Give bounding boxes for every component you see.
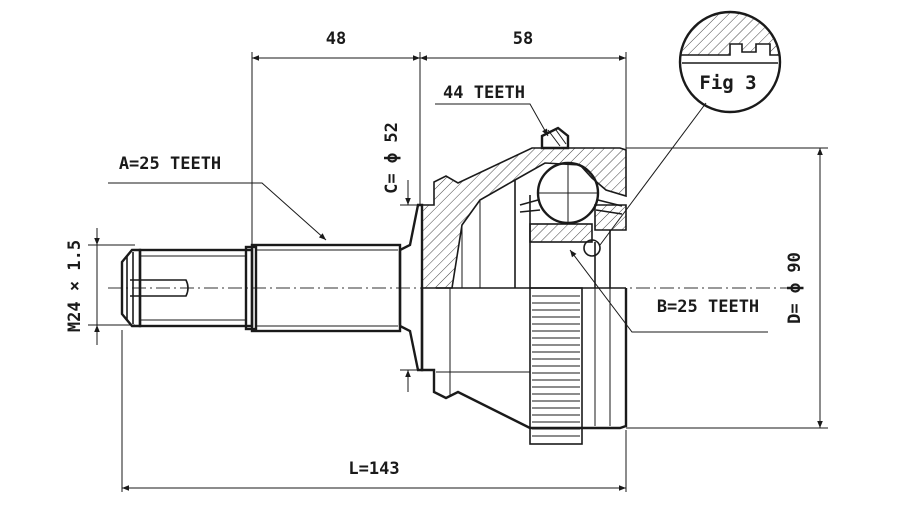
dimension-labels: 48 58 L=143 A=25 TEETH 44 TEETH B=25 TEE… (65, 29, 805, 479)
housing-outline (420, 287, 628, 430)
extension-lines (88, 52, 828, 492)
dimension-58: 58 (513, 29, 533, 49)
fig-3-detail: Fig 3 (678, 10, 782, 114)
dimension-total-length: L=143 (348, 459, 399, 479)
fig-label: Fig 3 (699, 72, 756, 94)
label-44-teeth: 44 TEETH (443, 83, 525, 103)
dimension-thread: M24 × 1.5 (65, 240, 85, 332)
housing-section (421, 126, 627, 289)
label-teeth-b: B=25 TEETH (657, 297, 759, 317)
label-teeth-a: A=25 TEETH (119, 154, 221, 174)
abs-tone-ring (529, 287, 583, 445)
dimension-c-diameter: C= ϕ 52 (382, 122, 402, 194)
shaft (120, 203, 424, 372)
dimension-48: 48 (326, 29, 346, 49)
dimension-d-diameter: D= ϕ 90 (785, 252, 805, 324)
dimension-lines (94, 55, 823, 491)
